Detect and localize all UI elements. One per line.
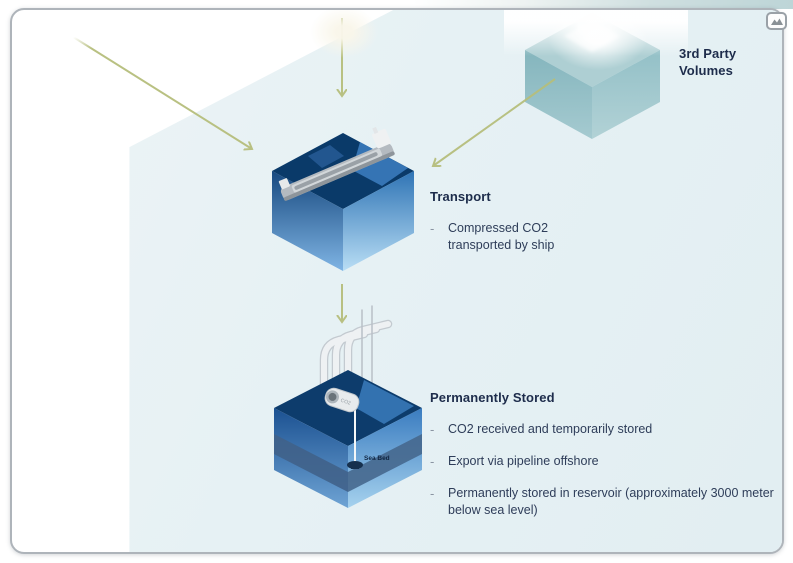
arrow-inflow-left	[61, 29, 252, 149]
bullet-dash: -	[430, 454, 435, 469]
pipes	[319, 305, 393, 407]
blue-backdrop-panel	[129, 10, 782, 552]
transport-bullet-text: Compressed CO2 transported by ship	[448, 221, 555, 252]
background-strip	[0, 0, 793, 9]
stored-bullet-text-1: CO2 received and temporarily stored	[448, 422, 653, 436]
bullet-dash: -	[430, 221, 435, 236]
list-item: - Permanently stored in reservoir (appro…	[430, 485, 782, 519]
stored-bullet-text-3: Permanently stored in reservoir (approxi…	[448, 486, 774, 517]
image-tool-button[interactable]	[766, 12, 787, 30]
third-party-volumes-label: 3rd Party Volumes	[679, 45, 736, 79]
third-party-label-line2: Volumes	[679, 63, 733, 78]
storage-cube: Sea Bed CO2	[274, 305, 422, 508]
co2-cylinder: CO2	[324, 387, 360, 413]
arrow-thirdparty-to-transport	[433, 78, 556, 166]
third-party-label-line1: 3rd Party	[679, 46, 737, 61]
diagram-card: Sea Bed CO2 3rd Party	[10, 8, 784, 554]
transport-title: Transport	[430, 189, 491, 204]
sea-bed-label: Sea Bed	[364, 455, 390, 462]
list-item: - Compressed CO2 transported by ship	[430, 220, 583, 254]
stored-title: Permanently Stored	[430, 390, 555, 405]
bullet-dash: -	[430, 486, 435, 501]
third-party-cube	[525, 13, 660, 139]
tanker-ship	[278, 126, 395, 201]
list-item: - CO2 received and temporarily stored	[430, 421, 782, 438]
transport-cube	[272, 126, 414, 271]
bullet-dash: -	[430, 422, 435, 437]
list-item: - Export via pipeline offshore	[430, 453, 782, 470]
stored-bullet-text-2: Export via pipeline offshore	[448, 454, 599, 468]
image-icon	[770, 18, 783, 25]
cylinder-label: CO2	[340, 398, 352, 407]
process-diagram-art: Sea Bed CO2	[61, 13, 660, 508]
stored-section: Permanently Stored - CO2 received and te…	[430, 390, 782, 534]
transport-section: Transport - Compressed CO2 transported b…	[430, 189, 583, 269]
